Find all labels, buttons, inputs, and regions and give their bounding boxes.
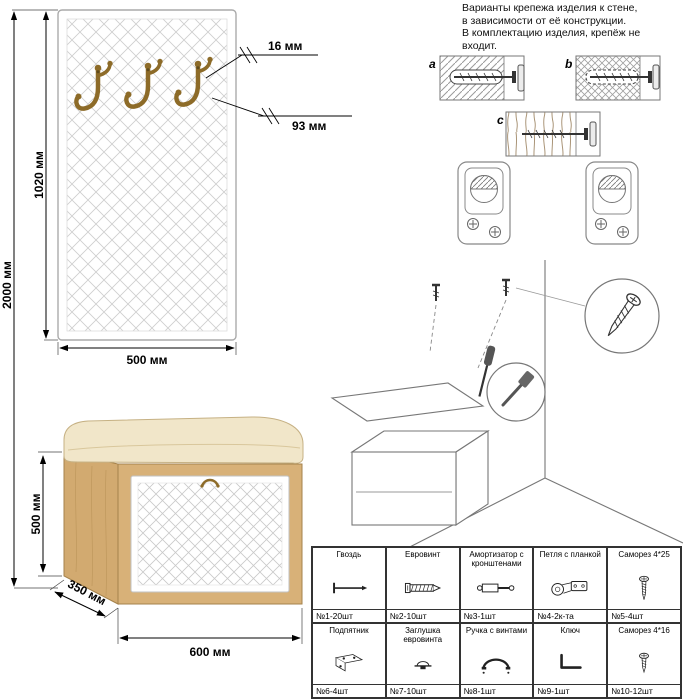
- part-count: №1-20шт: [313, 608, 385, 622]
- part-cell-screw-4x25: Саморез 4*25 №5-4шт: [607, 547, 681, 623]
- total-height-label: 2000 мм: [0, 261, 14, 309]
- hanger-plate: [517, 64, 525, 92]
- hammer-callout: [486, 362, 546, 422]
- handle-icon: [461, 643, 533, 685]
- part-name: Саморез 4*16: [618, 625, 670, 635]
- bench-door-pattern: [137, 482, 283, 586]
- room-corner-lines: [397, 260, 683, 554]
- assembly-scene: [330, 260, 683, 554]
- part-count: №4-2к-та: [534, 608, 607, 622]
- screw-magnifier: [584, 278, 660, 354]
- panel-drawing: 2000 мм 1020 мм 500 мм 16 мм 93 мм: [0, 9, 352, 589]
- hanger-plate: [652, 64, 660, 90]
- dim-total-height: 2000 мм: [0, 11, 18, 587]
- part-count: №7-10шт: [386, 684, 459, 697]
- part-count: №9-1шт: [534, 684, 607, 697]
- gas-strut-icon: [461, 568, 533, 608]
- foot-glide-icon: [313, 643, 385, 685]
- hardware-parts-table: Гвоздь №1-20шт Евровинт №2-10шт Амортиза…: [311, 546, 682, 699]
- part-name: Амортизатор с кронштенами: [469, 550, 524, 569]
- part-cell-screw-4x16: Саморез 4*16 №10-12шт: [607, 622, 681, 698]
- mount-option-b: [575, 55, 661, 101]
- option-c-label: c: [497, 113, 504, 127]
- bench-width-label: 600 мм: [189, 645, 230, 659]
- wall-brackets: [457, 161, 639, 245]
- hanger-plate: [589, 121, 597, 147]
- part-name: Заглушка евровинта: [403, 625, 443, 644]
- hanger-bracket-icon: [457, 161, 511, 245]
- mount-option-a: [439, 55, 525, 101]
- part-name: Евровинт: [405, 550, 441, 559]
- dim-panel-width: 500 мм: [57, 342, 237, 367]
- part-count: №2-10шт: [386, 608, 459, 622]
- panel-width-label: 500 мм: [126, 353, 167, 367]
- screw-icon: [608, 567, 680, 609]
- part-count: №5-4шт: [608, 608, 680, 622]
- part-name: Саморез 4*25: [618, 550, 670, 559]
- hammer-icon: [518, 371, 535, 388]
- mount-option-c: [505, 111, 601, 157]
- part-name: Подпятник: [329, 625, 369, 635]
- loose-screws: [429, 278, 586, 369]
- part-count: №6-4шт: [313, 684, 385, 697]
- panel-height-label: 1020 мм: [32, 151, 46, 199]
- part-count: №10-12шт: [608, 684, 680, 697]
- option-a-label: a: [429, 57, 436, 71]
- hex-key-icon: [534, 643, 606, 685]
- dim-bench-height: 500 мм: [29, 451, 62, 577]
- door-handle-icon: [200, 478, 220, 488]
- magnified-screw-icon: [607, 293, 641, 337]
- hook-thickness-label: 16 мм: [268, 39, 303, 53]
- dim-panel-height: 1020 мм: [32, 11, 50, 339]
- hinge-icon: [534, 567, 606, 609]
- option-b-label: b: [565, 57, 572, 71]
- part-cell-hex-key: Ключ №9-1шт: [533, 622, 608, 698]
- eurobolt-icon: [387, 567, 459, 609]
- part-cell-hinge: Петля с планкой №4-2к-та: [533, 547, 608, 623]
- dim-hook-drop: 93 мм: [211, 97, 352, 133]
- cabinet-carcass: [350, 429, 490, 527]
- part-name: Гвоздь: [336, 550, 362, 559]
- part-name: Петля с планкой: [539, 550, 601, 559]
- bench-cushion: [63, 416, 304, 464]
- mount-options: a b c: [429, 55, 661, 157]
- part-count: №8-1шт: [460, 684, 533, 697]
- nail-icon: [313, 567, 385, 609]
- screw-cap-icon: [387, 644, 459, 684]
- screw-head: [584, 128, 588, 140]
- part-name: Ключ: [560, 625, 580, 635]
- screw-head: [648, 71, 652, 83]
- part-cell-eurobolt: Евровинт №2-10шт: [385, 547, 460, 623]
- part-cell-nail: Гвоздь №1-20шт: [312, 547, 386, 623]
- hook-drop-label: 93 мм: [292, 119, 327, 133]
- cabinet-top-panel: [330, 382, 485, 422]
- wall-mount-note: Варианты крепежа изделия к стене, в зави…: [462, 2, 641, 52]
- hanger-bracket-icon: [585, 161, 639, 245]
- part-name: Ручка с винтами: [465, 625, 528, 635]
- bench-height-label: 500 мм: [29, 493, 43, 534]
- screw-icon: [608, 643, 680, 685]
- screwdriver-icon: [478, 345, 496, 397]
- part-cell-foot-glide: Подпятник №6-4шт: [312, 622, 386, 698]
- part-cell-handle: Ручка с винтами №8-1шт: [459, 622, 534, 698]
- dim-hook-thickness: 16 мм: [205, 39, 318, 79]
- dim-bench-width: 600 мм: [117, 608, 303, 659]
- part-cell-screw-cap: Заглушка евровинта №7-10шт: [385, 622, 460, 698]
- part-count: №3-1шт: [460, 608, 533, 622]
- screw-head: [512, 71, 516, 83]
- bench-drawing: 500 мм 350 мм 600 мм: [29, 416, 304, 659]
- part-cell-gas-strut: Амортизатор с кронштенами №3-1шт: [459, 547, 534, 623]
